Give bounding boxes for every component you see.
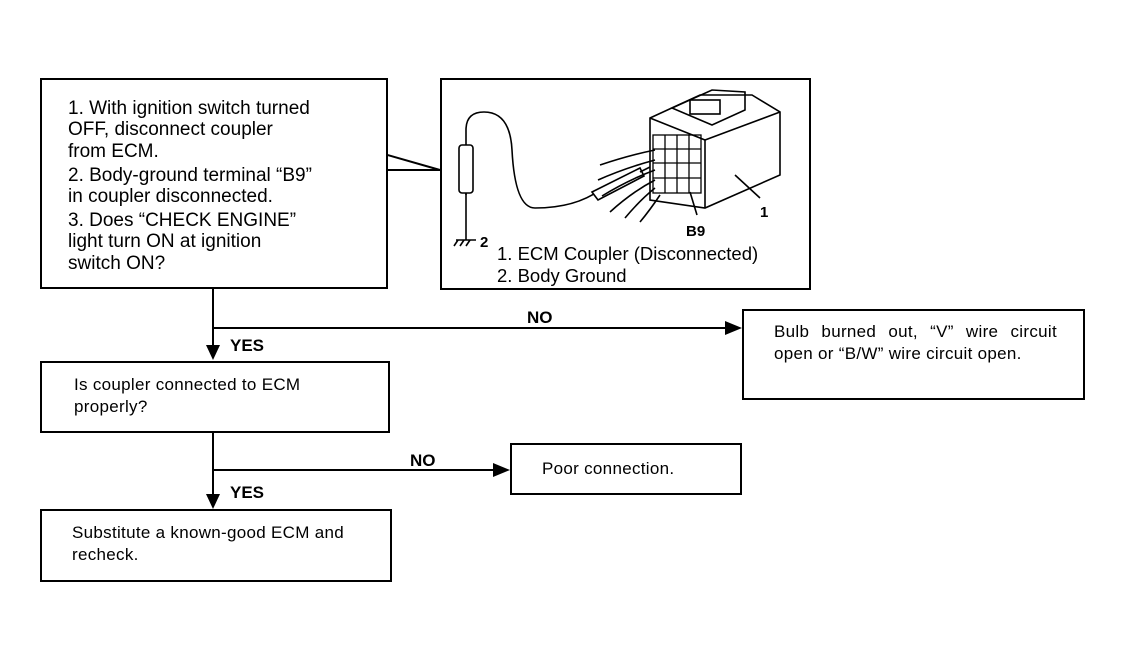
- step2-box: Is coupler connected to ECM properly?: [40, 361, 390, 433]
- figure-legend-2: 2. Body Ground: [497, 265, 627, 286]
- no-label-1: NO: [527, 308, 553, 327]
- result-no2-text: Poor connection.: [542, 459, 675, 478]
- step3-text: Substitute a known-good ECM and recheck.: [72, 523, 345, 565]
- result-no1-box: Bulb burned out, “V” wire circuit open o…: [742, 309, 1085, 400]
- result-no1-text: Bulb burned out, “V” wire circuit open o…: [774, 322, 1057, 364]
- step1-item-1: 1. With ignition switch turned OFF, disc…: [68, 98, 310, 162]
- arrowhead-yes-1: [206, 345, 220, 360]
- result-no2-box: Poor connection.: [510, 443, 742, 495]
- callout-label-2: 2: [480, 234, 489, 251]
- arrowhead-no-1: [725, 321, 742, 335]
- callout-label-1: 1: [760, 204, 769, 221]
- ecm-coupler-illustration: [453, 89, 781, 247]
- callout-label-b9: B9: [686, 223, 706, 240]
- yes-label-1: YES: [230, 336, 265, 355]
- step1-item-2: 2. Body-ground terminal “B9” in coupler …: [68, 165, 312, 208]
- step2-text: Is coupler connected to ECM properly?: [74, 375, 301, 417]
- arrowhead-no-2: [493, 463, 510, 477]
- arrowhead-yes-2: [206, 494, 220, 509]
- step1-item-3: 3. Does “CHECK ENGINE” light turn ON at …: [68, 210, 297, 274]
- no-label-2: NO: [410, 451, 436, 470]
- step1-box: 1. With ignition switch turned OFF, disc…: [40, 78, 388, 289]
- figure-legend-1: 1. ECM Coupler (Disconnected): [497, 243, 759, 264]
- step3-box: Substitute a known-good ECM and recheck.: [40, 509, 392, 582]
- yes-label-2: YES: [230, 483, 265, 502]
- figure-box: 1 2 B9 1. ECM Coupler (Disconnected) 2. …: [440, 78, 811, 290]
